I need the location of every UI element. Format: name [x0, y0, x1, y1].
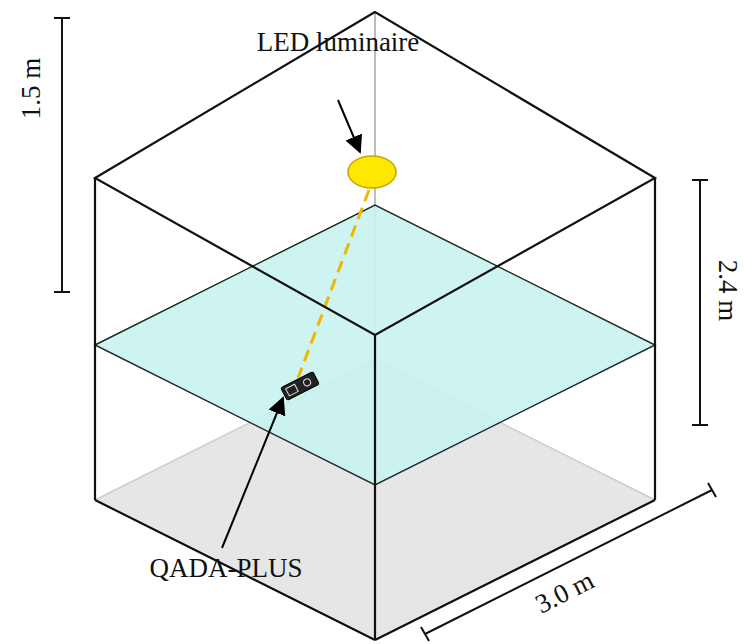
- led-label: LED luminaire: [257, 29, 420, 56]
- led-luminaire: [348, 156, 396, 188]
- dimension-bracket: [54, 18, 716, 641]
- room-edges: [95, 12, 655, 640]
- dimension-label: 3.0 m: [531, 566, 598, 618]
- los-link: [298, 190, 369, 378]
- device-label: QADA-PLUS: [149, 555, 302, 582]
- dimension-label: 1.5 m: [18, 57, 45, 119]
- dimension-label: 2.4 m: [714, 259, 741, 321]
- qada-plus-device: [281, 372, 319, 401]
- leader-arrow: [338, 100, 360, 152]
- leader-arrow: [222, 398, 283, 548]
